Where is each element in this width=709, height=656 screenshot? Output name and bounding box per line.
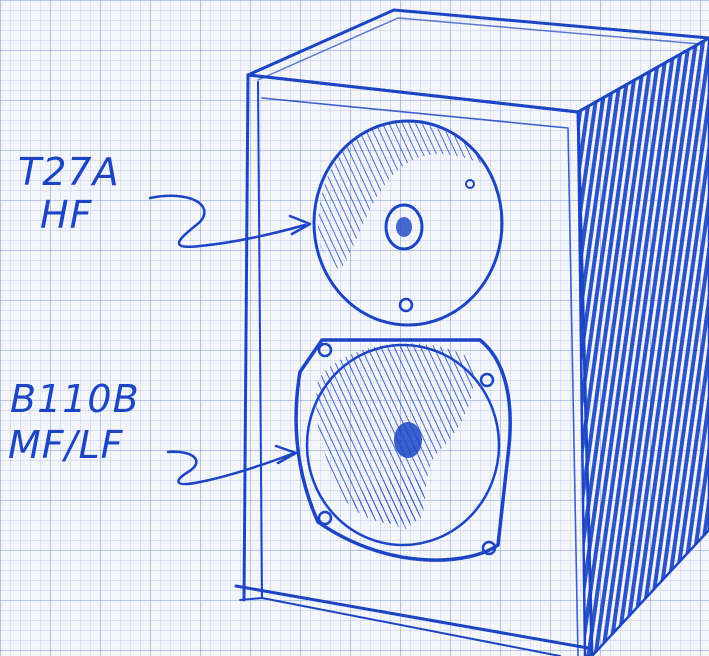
tweeter-band-label: HF xyxy=(40,193,93,237)
driver-labels: T27A HF B110B MF/LF xyxy=(8,150,140,467)
woofer-model-label: B110B xyxy=(10,377,140,421)
tweeter-model-label: T27A xyxy=(18,150,120,194)
woofer-band-label: MF/LF xyxy=(8,423,124,467)
tweeter-driver xyxy=(312,119,504,327)
tweeter-leader-arrow xyxy=(148,194,312,249)
cabinet-front-panel xyxy=(234,73,594,656)
woofer-driver xyxy=(294,338,512,562)
woofer-leader-arrow xyxy=(166,444,298,486)
